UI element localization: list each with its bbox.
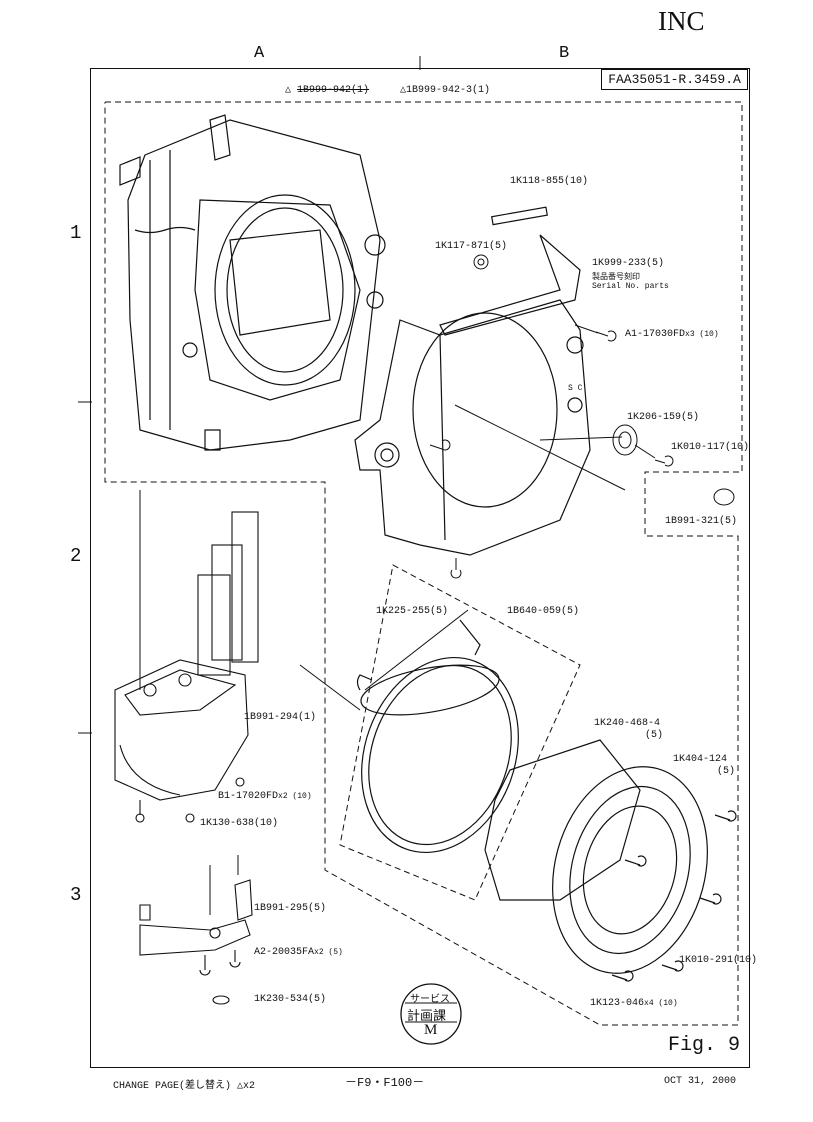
- part-label: 1B991-295(5): [254, 903, 327, 914]
- row-label-2: 2: [70, 545, 82, 567]
- stamp-line-3: M: [424, 1022, 438, 1038]
- part-note-en: Serial No. parts: [592, 282, 669, 291]
- part-qty: x4 (10): [644, 999, 678, 1008]
- leader-line: [364, 609, 469, 691]
- af-module-assembly: [114, 511, 259, 823]
- leader-line: [574, 324, 599, 334]
- part-code: A1-17030FD: [625, 329, 686, 340]
- mirror-bracket-assembly: [139, 879, 253, 1005]
- part-label: 1K240-468-4: [594, 718, 661, 729]
- corner-text: INC: [658, 6, 705, 36]
- group-outline-mirror-box: [104, 101, 743, 1026]
- diagram-frame: [90, 68, 750, 1068]
- group-outline-ring: [339, 564, 581, 901]
- figure-label: Fig. 9: [668, 1034, 741, 1057]
- footer-page-ref: －F9・F100－: [345, 1076, 425, 1090]
- part-label: 1K123-046x4 (10): [590, 998, 678, 1009]
- part-label: 1K230-534(5): [254, 994, 327, 1005]
- revision-new: △1B999-942-3(1): [400, 85, 491, 96]
- revision-old: △ 1B999-942(1): [285, 85, 370, 96]
- leader-line: [454, 404, 626, 491]
- footer-change-page: CHANGE PAGE(差し替え) △x2: [113, 1081, 256, 1092]
- bayonet-ring-assembly: [356, 619, 519, 854]
- part-label: B1-17020FDx2 (10): [218, 791, 312, 802]
- stamp-line-1: サービス: [410, 995, 450, 1006]
- part-label: 1K404-124: [673, 754, 728, 765]
- revision-new-code: 1B999-942-3(1): [406, 85, 491, 96]
- part-qty: x2 (10): [278, 792, 312, 801]
- footer-date: OCT 31, 2000: [664, 1076, 737, 1087]
- part-label: 1K225-255(5): [376, 606, 449, 617]
- part-label: 1K206-159(5): [627, 412, 700, 423]
- sc-marks: S C: [568, 384, 583, 393]
- column-label-a: A: [254, 44, 265, 63]
- part-label: A1-17030FDx3 (10): [625, 329, 719, 340]
- row-label-1: 1: [70, 222, 82, 244]
- lens-mount-assembly: [484, 739, 737, 982]
- part-label: 1K118-855(10): [510, 176, 589, 187]
- part-label: (5): [717, 766, 736, 777]
- stamp-line-2: 計画課: [407, 1009, 447, 1024]
- mirror-box-body: [119, 114, 386, 451]
- part-label: A2-20035FAx2 (5): [254, 947, 343, 958]
- part-label: 1B640-059(5): [507, 606, 580, 617]
- part-label: 1K010-117(10): [671, 442, 750, 453]
- row-label-3: 3: [70, 884, 82, 906]
- part-label: 1K130-638(10): [200, 818, 279, 829]
- part-code: A2-20035FA: [254, 947, 315, 958]
- part-note-jp: 製品番号刻印: [592, 273, 640, 282]
- part-code: 1K123-046: [590, 998, 645, 1009]
- screws-and-small-parts: [429, 254, 735, 579]
- part-label: 1B991-321(5): [665, 516, 738, 527]
- leader-line: [299, 664, 361, 711]
- part-qty: x3 (10): [685, 330, 719, 339]
- part-label: 1K999-233(5): [592, 258, 665, 269]
- column-label-b: B: [559, 44, 570, 63]
- leader-line: [634, 444, 656, 459]
- part-code: B1-17020FD: [218, 791, 279, 802]
- service-stamp: [400, 983, 462, 1045]
- part-qty: x2 (5): [314, 948, 343, 957]
- document-code: FAA35051-R.3459.A: [608, 72, 741, 87]
- revision-old-code: 1B999-942(1): [297, 85, 370, 96]
- part-label: 1K010-291(10): [679, 955, 758, 966]
- document-code-box: FAA35051-R.3459.A: [601, 69, 748, 90]
- part-label: 1B991-294(1): [244, 712, 317, 723]
- part-label: (5): [645, 730, 664, 741]
- front-cover: [354, 206, 591, 556]
- part-label: 1K117-871(5): [435, 241, 508, 252]
